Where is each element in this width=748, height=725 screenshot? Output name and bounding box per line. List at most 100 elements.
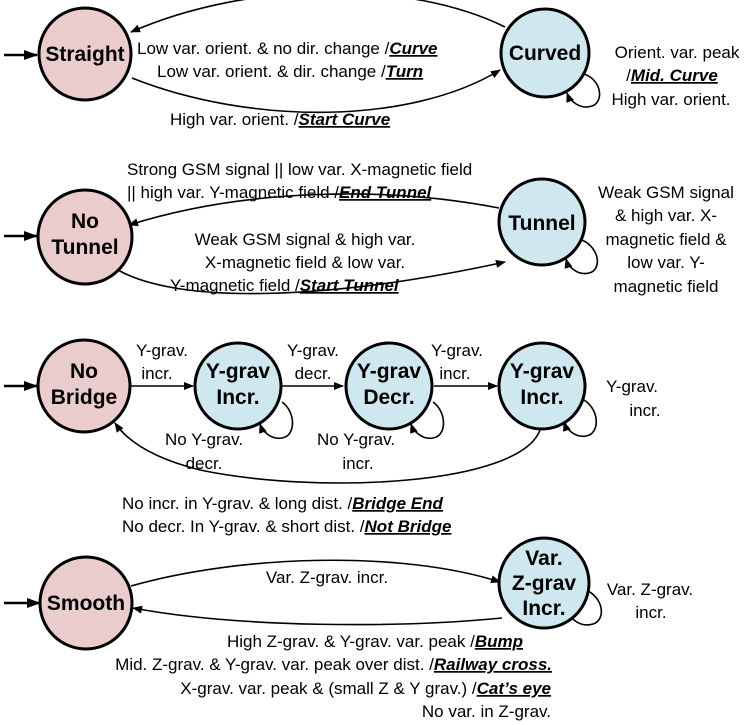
state-zgrav-incr-label-2: Z-grav <box>512 572 577 595</box>
action: Railway cross. <box>434 655 552 674</box>
action: Bridge End <box>352 494 443 513</box>
label-decr-incr2-1: Y-grav. <box>431 341 483 360</box>
state-curved-label: Curved <box>509 42 581 65</box>
state-ygrav-incr-1-label-1: Y-grav <box>206 360 271 383</box>
state-ygrav-incr-2 <box>497 341 587 431</box>
label-tunnel-self-4: low var. Y- <box>627 253 705 272</box>
state-smooth-label: Smooth <box>47 592 125 615</box>
edge-straight-to-curved <box>131 69 501 114</box>
action: Cat’s eye <box>477 679 551 698</box>
condition: Low var. orient. & no dir. change / <box>137 39 390 58</box>
action: Not Bridge <box>365 517 452 536</box>
label-low-var-no-dir-change: Low var. orient. & no dir. change /Curve <box>137 39 438 58</box>
state-no-tunnel-label-1: No <box>71 210 99 233</box>
condition: Mid. Z-grav. & Y-grav. var. peak over di… <box>115 655 434 674</box>
state-zgrav-incr-label-3: Incr. <box>522 597 565 620</box>
action: Turn <box>386 62 423 81</box>
prefix: / <box>626 66 631 85</box>
label-no-var-zgrav: No var. in Z-grav. <box>422 702 551 721</box>
edge-zgrav-to-smooth <box>132 605 503 626</box>
state-ygrav-incr-1-label-2: Incr. <box>216 386 259 409</box>
edge-tunnel-self <box>564 239 599 275</box>
label-high-var-orient: High var. orient. /Start Curve <box>170 110 390 129</box>
state-ygrav-decr-label-1: Y-grav <box>357 360 422 383</box>
edge-curved-to-straight <box>130 0 506 33</box>
label-tunnel-self-5: magnetic field <box>614 277 719 296</box>
state-zgrav-incr-label-1: Var. <box>525 547 562 570</box>
label-bridge-end: No incr. in Y-grav. & long dist. /Bridge… <box>122 494 444 513</box>
label-start-tunnel-3: Y-magnetic field /Start Tunnel <box>170 276 400 295</box>
label-tunnel-self-3: magnetic field & <box>606 230 728 249</box>
state-ygrav-incr-2-label-2: Incr. <box>520 386 563 409</box>
state-tunnel-label: Tunnel <box>508 212 575 235</box>
label-bump: High Z-grav. & Y-grav. var. peak /Bump <box>227 632 523 651</box>
state-ygrav-decr <box>344 341 434 431</box>
condition: High var. orient. / <box>170 110 299 129</box>
label-end-tunnel-1: Strong GSM signal || low var. X-magnetic… <box>127 160 472 179</box>
label-nobridge-incr1-1: Y-grav. <box>136 341 188 360</box>
label-nobridge-incr1-2: incr. <box>141 364 172 383</box>
condition: No decr. In Y-grav. & short dist. / <box>122 517 365 536</box>
label-zgrav-self-2: incr. <box>635 603 666 622</box>
condition: Y-magnetic field / <box>170 276 300 295</box>
action: Start Curve <box>299 110 391 129</box>
label-decr-self-1: No Y-grav. <box>317 430 395 449</box>
action: Curve <box>389 39 437 58</box>
label-incr1-self-2: decr. <box>186 454 223 473</box>
edge-curved-self <box>566 73 601 108</box>
action: Start Tunnel <box>300 276 400 295</box>
state-ygrav-decr-label-2: Decr. <box>363 386 414 409</box>
label-start-tunnel-1: Weak GSM signal & high var. <box>195 230 416 249</box>
state-straight <box>37 6 133 102</box>
label-cats-eye: X-grav. var. peak & (small Z & Y grav.) … <box>180 679 551 698</box>
state-no-bridge <box>36 338 132 434</box>
state-straight-label: Straight <box>45 43 124 66</box>
condition: High Z-grav. & Y-grav. var. peak / <box>227 632 475 651</box>
state-zgrav-incr <box>497 536 591 630</box>
label-low-var-dir-change: Low var. orient. & dir. change /Turn <box>157 62 423 81</box>
edge-tunnel-to-no-tunnel <box>128 193 500 227</box>
label-railway: Mid. Z-grav. & Y-grav. var. peak over di… <box>115 655 552 674</box>
state-curved <box>499 7 591 99</box>
section-tunnel: No Tunnel Tunnel Strong GSM signal || lo… <box>4 160 734 296</box>
label-curved-self-3: High var. orient. <box>611 90 730 109</box>
section-curve: Straight Curved Low var. orient. & no di… <box>4 0 740 129</box>
label-zgrav-self-1: Var. Z-grav. <box>607 580 693 599</box>
state-ygrav-incr-1 <box>193 341 283 431</box>
condition: || high var. Y-magnetic field / <box>127 183 339 202</box>
edge-no-tunnel-to-tunnel <box>117 259 506 295</box>
state-ygrav-incr-2-label-1: Y-grav <box>510 360 575 383</box>
action: Mid. Curve <box>631 66 718 85</box>
label-curved-self-1: Orient. var. peak <box>615 43 740 62</box>
label-decr-incr2-2: incr. <box>439 364 470 383</box>
action: End Tunnel <box>339 183 433 202</box>
state-no-bridge-label-1: No <box>70 360 98 383</box>
state-smooth <box>38 555 134 651</box>
condition: Low var. orient. & dir. change / <box>157 62 386 81</box>
label-incr1-decr-2: decr. <box>295 364 332 383</box>
action: Bump <box>475 632 523 651</box>
section-smooth: Smooth Var. Z-grav Incr. Var. Z-grav. in… <box>4 536 693 721</box>
label-curved-self-2: /Mid. Curve <box>626 66 718 85</box>
label-not-bridge: No decr. In Y-grav. & short dist. /Not B… <box>122 517 451 536</box>
label-tunnel-self-1: Weak GSM signal <box>598 183 734 202</box>
label-incr1-decr-1: Y-grav. <box>287 341 339 360</box>
edge-incr1-self <box>259 401 294 440</box>
label-incr1-self-1: No Y-grav. <box>165 430 243 449</box>
state-no-tunnel-label-2: Tunnel <box>51 236 118 259</box>
label-var-zgrav-incr: Var. Z-grav. incr. <box>266 568 388 587</box>
label-incr2-self-1: Y-grav. <box>606 377 658 396</box>
state-no-bridge-label-2: Bridge <box>51 386 118 409</box>
condition: X-grav. var. peak & (small Z & Y grav.) … <box>180 679 477 698</box>
condition: No incr. in Y-grav. & long dist. / <box>122 494 353 513</box>
label-tunnel-self-2: & high var. X- <box>615 206 717 225</box>
label-end-tunnel-2: || high var. Y-magnetic field /End Tunne… <box>127 183 433 202</box>
label-incr2-self-2: incr. <box>629 401 660 420</box>
state-tunnel <box>497 177 587 267</box>
label-start-tunnel-2: X-magnetic field & low var. <box>205 253 405 272</box>
section-bridge: No Bridge Y-grav Incr. Y-grav Decr. Y-gr… <box>4 338 661 536</box>
edge-incr2-to-no-bridge <box>114 422 541 484</box>
edge-smooth-to-zgrav <box>130 559 501 587</box>
edge-decr-self <box>410 401 445 440</box>
